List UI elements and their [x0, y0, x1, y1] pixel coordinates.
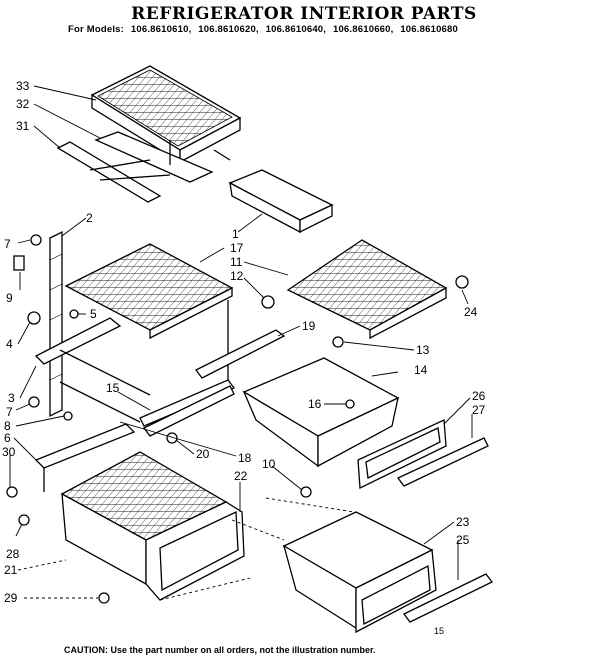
part-25-trim	[403, 573, 493, 623]
model-number: 106.8610610,	[130, 24, 192, 35]
part-32-cover-support	[94, 131, 231, 183]
callout-10: 10	[262, 457, 276, 471]
part-3-frame	[34, 317, 236, 427]
callout-13: 13	[416, 343, 430, 357]
model-number: 106.8610660,	[332, 24, 394, 35]
part-19-rail	[195, 329, 286, 379]
diagram-title: REFRIGERATOR INTERIOR PARTS	[131, 4, 477, 24]
part-33-pan	[90, 65, 242, 164]
callout-2: 2	[86, 211, 93, 225]
part-18-rail	[143, 385, 235, 437]
part-16-screw	[345, 399, 355, 409]
part-6-frame	[34, 423, 136, 492]
callout-labels: 33 32 31 2 1 17 11 12 7 9 5 24 4 19 13 1…	[2, 79, 486, 636]
callout-18: 18	[238, 451, 252, 465]
callout-33: 33	[16, 79, 30, 93]
part-27-trim	[396, 437, 489, 487]
callout-15: 15	[106, 381, 120, 395]
callout-30: 30	[2, 445, 16, 459]
part-9-plate	[13, 255, 25, 271]
leader-lines	[9, 85, 473, 601]
callout-21: 21	[4, 563, 18, 577]
part-13-clip	[332, 336, 344, 348]
model-list: For Models: 106.8610610, 106.8610620, 10…	[68, 24, 458, 35]
part-4-bracket	[27, 311, 41, 325]
part-23-crisper	[282, 511, 437, 634]
part-7-lower-clip	[28, 396, 40, 408]
callout-6: 6	[4, 431, 11, 445]
callout-28: 28	[6, 547, 20, 561]
callout-7: 7	[4, 237, 11, 251]
caution-note: CAUTION: Use the part number on all orde…	[64, 645, 376, 655]
callout-7: 7	[6, 405, 13, 419]
page-mark: 15	[434, 626, 444, 636]
callout-22: 22	[234, 469, 248, 483]
part-7-clip	[30, 234, 42, 246]
callout-5: 5	[90, 307, 97, 321]
callout-25: 25	[456, 533, 470, 547]
models-prefix: For Models:	[68, 24, 125, 35]
part-5-screw	[69, 309, 79, 319]
callout-14: 14	[414, 363, 428, 377]
part-1-bin	[228, 169, 334, 234]
callout-1: 1	[232, 227, 239, 241]
model-number: 106.8610620,	[198, 24, 259, 35]
callout-8: 8	[4, 419, 11, 433]
callout-9: 9	[6, 291, 13, 305]
callout-29: 29	[4, 591, 18, 605]
part-26-door	[357, 419, 447, 490]
callout-27: 27	[472, 403, 486, 417]
model-number: 106.8610680	[400, 24, 459, 35]
callout-20: 20	[196, 447, 210, 461]
part-29-screw	[98, 592, 110, 604]
callout-4: 4	[6, 337, 13, 351]
callout-32: 32	[16, 97, 30, 111]
callout-3: 3	[8, 391, 15, 405]
part-28-screw	[18, 514, 30, 526]
part-22-pan	[60, 451, 285, 601]
part-8-screw	[63, 411, 73, 421]
callout-23: 23	[456, 515, 470, 529]
callout-24: 24	[464, 305, 478, 319]
part-20-clip	[166, 432, 178, 444]
callout-31: 31	[16, 119, 30, 133]
callout-11: 11	[230, 255, 243, 269]
part-30-screw	[6, 486, 18, 498]
model-number: 106.8610640,	[265, 24, 327, 35]
part-2-ladder	[49, 230, 63, 418]
callout-26: 26	[472, 389, 486, 403]
callout-12: 12	[230, 269, 244, 283]
callout-16: 16	[308, 397, 322, 411]
part-24-clip	[455, 275, 469, 289]
callout-17: 17	[230, 241, 244, 255]
part-31-rail	[56, 141, 171, 203]
part-17-shelf	[64, 243, 234, 380]
part-12-bracket	[261, 295, 275, 309]
callout-19: 19	[302, 319, 316, 333]
part-14-crisper	[242, 357, 400, 468]
part-10-clip	[300, 486, 312, 498]
part-11-shelf	[286, 239, 448, 340]
